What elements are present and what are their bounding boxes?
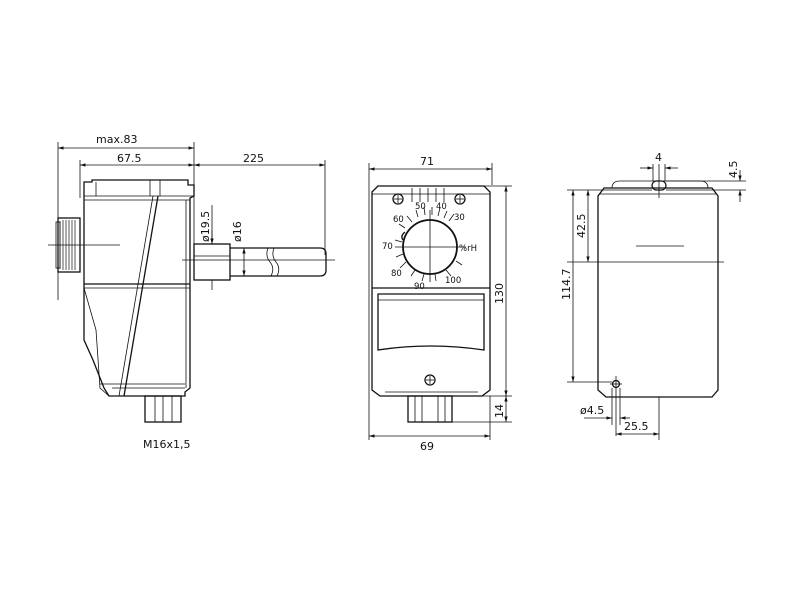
front-bottom-screw — [424, 374, 436, 386]
scale-label-80: 80 — [391, 269, 402, 279]
dim-slot-offset: 4.5 — [727, 161, 740, 179]
front-housing-outline — [371, 185, 491, 397]
dim-probe-diameter-base: ø19.5 — [199, 211, 212, 242]
dim-gland-height: 14 — [493, 404, 506, 418]
dim-width-top: 71 — [420, 155, 434, 168]
scale-label-100: 100 — [445, 276, 461, 286]
dim-probe-diameter: ø16 — [231, 221, 244, 242]
probe-tube — [230, 247, 327, 277]
side-housing-outline — [83, 179, 195, 397]
scale-unit: %rH — [459, 244, 477, 254]
dim-hole-spacing: 114.7 — [560, 269, 573, 301]
dim-hole-offset: 25.5 — [624, 420, 649, 433]
scale-label-30: 30 — [454, 213, 465, 223]
back-housing-outline — [597, 187, 719, 398]
front-cable-gland — [407, 395, 453, 423]
dim-hole-diameter: ø4.5 — [580, 404, 604, 417]
thread-label: M16x1,5 — [143, 438, 191, 451]
dim-housing-width: 67.5 — [117, 152, 142, 165]
front-view: 71 — [368, 155, 512, 453]
front-top-left-screw — [392, 193, 404, 205]
dim-slot-width: 4 — [655, 151, 662, 164]
dial-pointer — [401, 231, 406, 241]
back-view: 4 4.5 42.5 114.7 ø4.5 25.5 — [560, 151, 746, 440]
side-view: max.83 67.5 225 — [48, 133, 335, 451]
scale-label-70: 70 — [382, 242, 393, 252]
dim-overall-width: max.83 — [96, 133, 137, 146]
scale-label-90: 90 — [414, 282, 425, 292]
scale-label-60: 60 — [393, 215, 404, 225]
dim-upper-offset: 42.5 — [575, 214, 588, 239]
dim-width-bottom: 69 — [420, 440, 434, 453]
probe-base — [193, 243, 231, 281]
front-window — [377, 293, 485, 351]
dim-height: 130 — [493, 283, 506, 304]
front-top-right-screw — [454, 193, 466, 205]
scale-label-40: 40 — [436, 202, 447, 212]
scale-ticks — [394, 206, 463, 282]
mounting-slot — [651, 180, 667, 191]
scale-label-50: 50 — [415, 202, 426, 212]
dim-probe-length: 225 — [243, 152, 264, 165]
